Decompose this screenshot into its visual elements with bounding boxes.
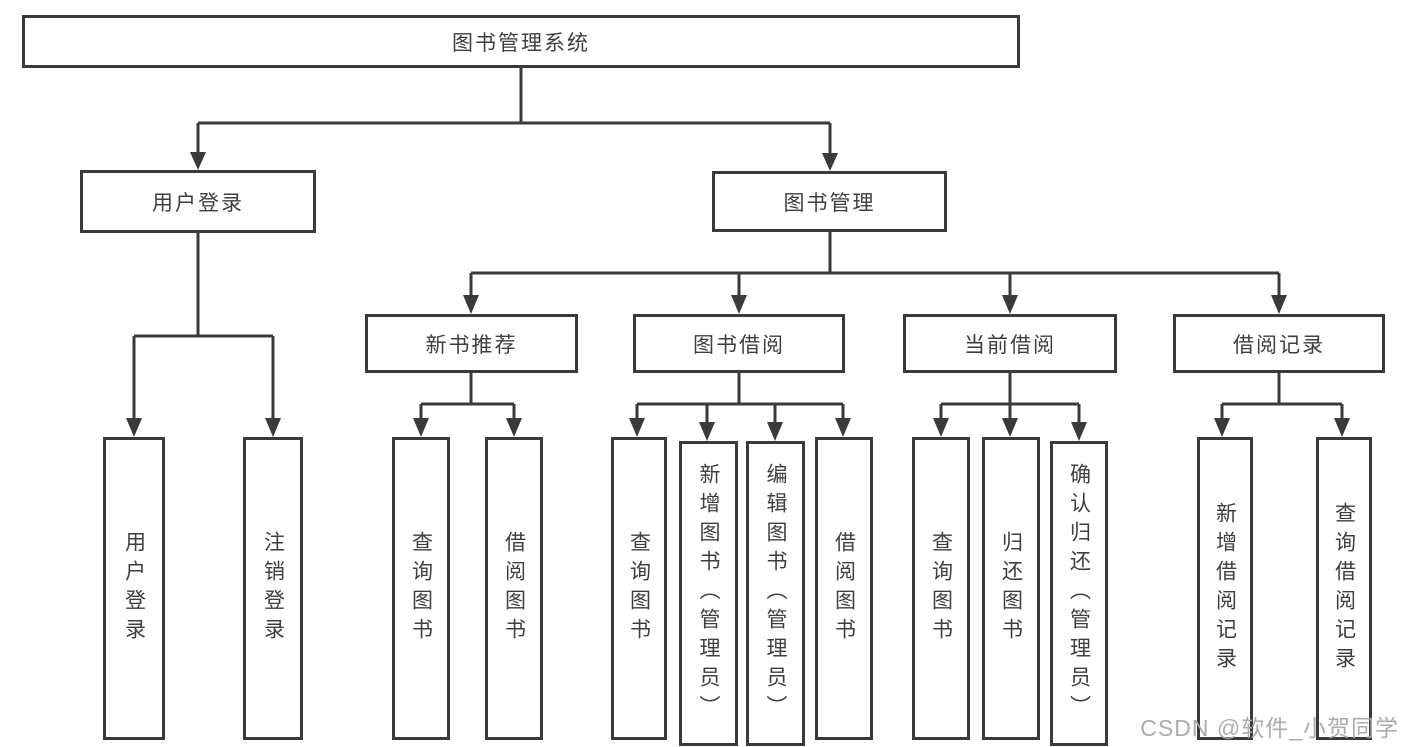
node-current-borrow: 当前借阅 bbox=[903, 314, 1117, 373]
leaf-logout: 注销登录 bbox=[243, 437, 303, 740]
leaf-logout-label: 注销登录 bbox=[261, 530, 285, 647]
leaf-newbook-query-label: 查询图书 bbox=[409, 530, 433, 647]
leaf-current-return-label: 归还图书 bbox=[999, 530, 1023, 647]
watermark: CSDN @软件_小贺同学 bbox=[1140, 715, 1399, 741]
leaf-current-query-label: 查询图书 bbox=[929, 530, 953, 647]
leaf-current-confirm: 确认归还（管理员） bbox=[1050, 441, 1108, 746]
leaf-current-confirm-label: 确认归还（管理员） bbox=[1067, 463, 1091, 724]
leaf-newbook-borrow-label: 借阅图书 bbox=[502, 530, 526, 647]
node-book-mgmt: 图书管理 bbox=[712, 171, 947, 232]
node-book-borrow-label: 图书借阅 bbox=[693, 333, 785, 357]
node-new-books-label: 新书推荐 bbox=[425, 333, 518, 357]
leaf-borrow-add: 新增图书（管理员） bbox=[679, 441, 738, 746]
node-user-login-label: 用户登录 bbox=[152, 191, 244, 215]
leaf-borrow-query-label: 查询图书 bbox=[627, 530, 651, 647]
node-book-mgmt-label: 图书管理 bbox=[783, 191, 876, 215]
leaf-borrow-edit: 编辑图书（管理员） bbox=[746, 441, 805, 746]
node-root-label: 图书管理系统 bbox=[452, 31, 590, 55]
node-book-borrow: 图书借阅 bbox=[633, 314, 845, 373]
leaf-user-login: 用户登录 bbox=[103, 437, 165, 740]
leaf-current-query: 查询图书 bbox=[912, 437, 970, 740]
leaf-current-return: 归还图书 bbox=[982, 437, 1040, 740]
node-current-borrow-label: 当前借阅 bbox=[964, 333, 1056, 357]
leaf-record-query-label: 查询借阅记录 bbox=[1332, 501, 1356, 676]
leaf-record-add-label: 新增借阅记录 bbox=[1213, 501, 1237, 676]
leaf-borrow-borrow: 借阅图书 bbox=[815, 437, 873, 740]
leaf-borrow-borrow-label: 借阅图书 bbox=[832, 530, 856, 647]
leaf-newbook-borrow: 借阅图书 bbox=[485, 437, 543, 740]
node-borrow-records: 借阅记录 bbox=[1173, 314, 1385, 373]
leaf-borrow-edit-label: 编辑图书（管理员） bbox=[764, 463, 787, 724]
leaf-borrow-add-label: 新增图书（管理员） bbox=[697, 463, 720, 724]
leaf-newbook-query: 查询图书 bbox=[392, 437, 450, 740]
node-borrow-records-label: 借阅记录 bbox=[1233, 333, 1325, 357]
node-user-login: 用户登录 bbox=[80, 170, 316, 233]
leaf-record-add: 新增借阅记录 bbox=[1197, 437, 1253, 740]
node-new-books: 新书推荐 bbox=[365, 314, 578, 373]
node-root: 图书管理系统 bbox=[22, 15, 1020, 68]
leaf-borrow-query: 查询图书 bbox=[611, 437, 667, 740]
leaf-record-query: 查询借阅记录 bbox=[1316, 437, 1372, 740]
leaf-user-login-label: 用户登录 bbox=[122, 530, 146, 647]
